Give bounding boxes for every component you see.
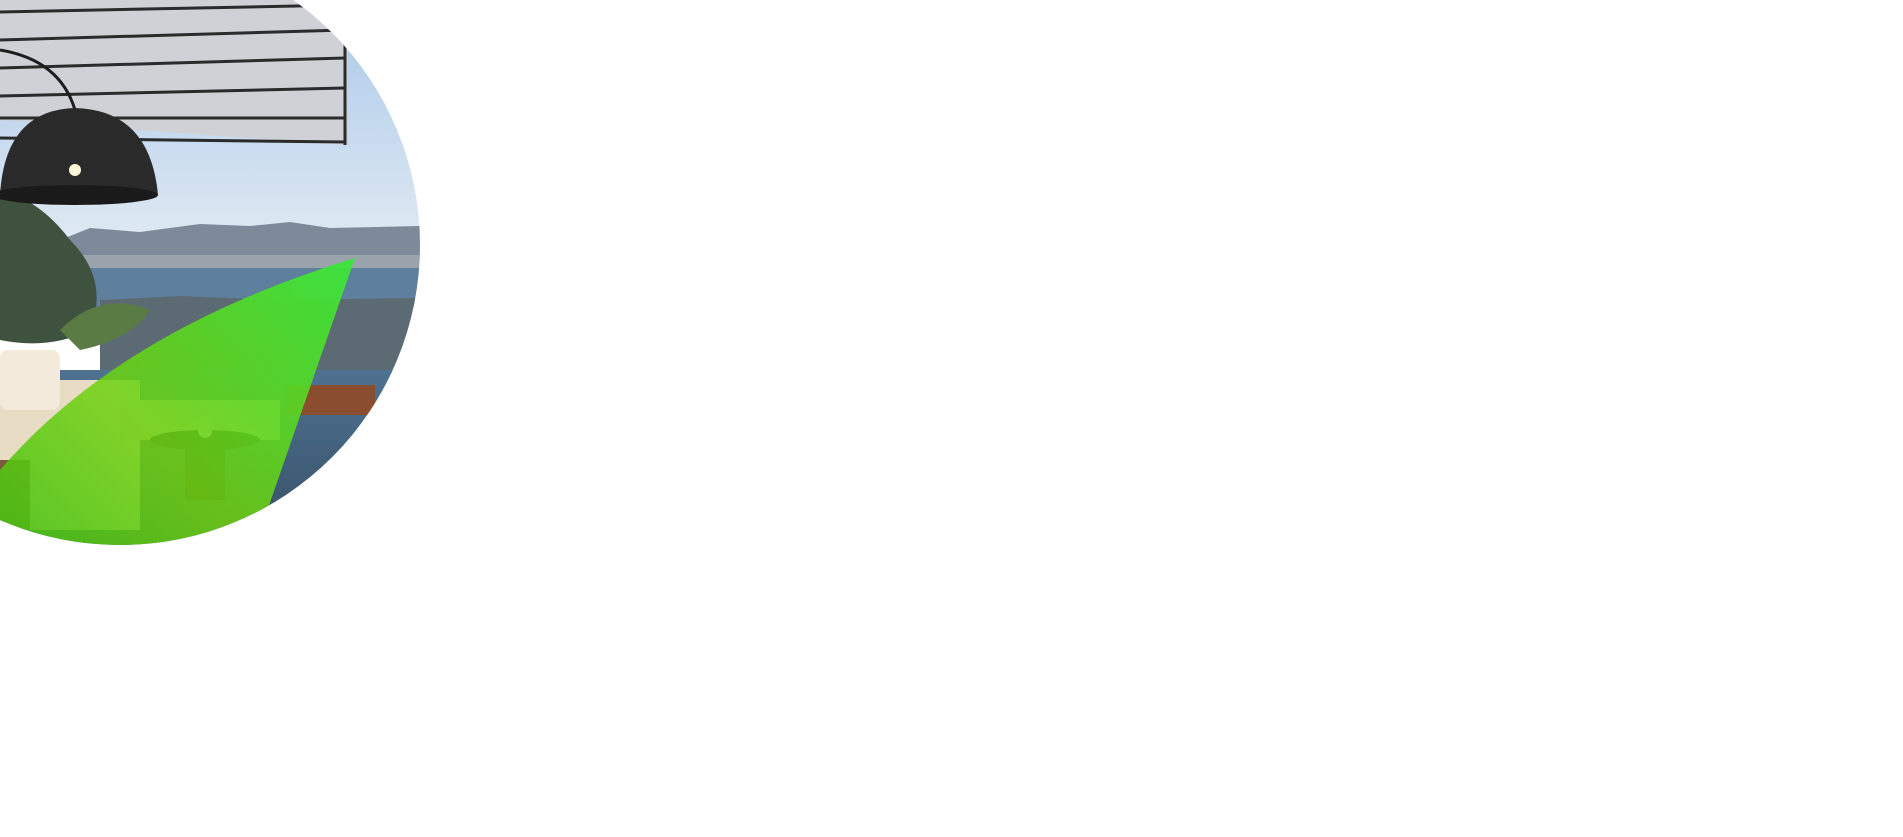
green-accent-shape <box>0 258 355 545</box>
lamp-shade <box>0 108 158 195</box>
tree-foliage <box>0 190 97 344</box>
mountain-ridge <box>60 222 420 262</box>
